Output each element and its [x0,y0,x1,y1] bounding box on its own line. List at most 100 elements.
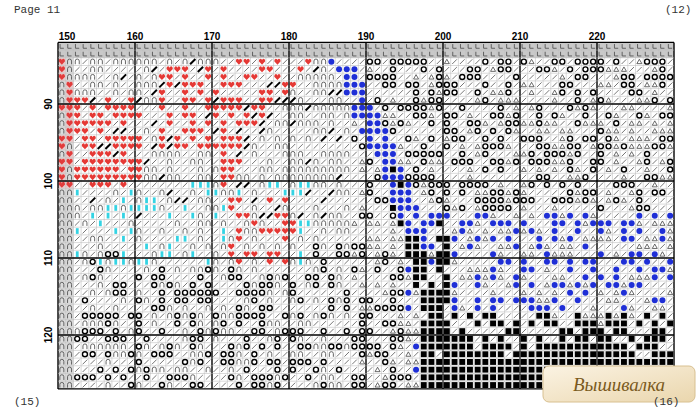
slash-symbol [283,113,288,118]
ring-symbol [475,182,480,187]
cyan-bar [307,182,310,188]
cell-ground [643,50,651,58]
ring-symbol [406,105,411,110]
slash-symbol [344,98,349,103]
ring-symbol [467,121,472,126]
ring-symbol [645,152,650,157]
slash-symbol [614,82,619,87]
slash-symbol [275,198,280,203]
slash-symbol [591,206,596,211]
cell-ground [274,42,282,50]
ring-symbol [637,205,642,210]
triangle-symbol [660,159,665,163]
arch-symbol [306,121,310,126]
heart-symbol [267,197,273,203]
slash-symbol [206,167,211,172]
slash-symbol [568,90,573,95]
blue-dot [398,205,404,211]
slash-symbol [260,82,265,87]
triangle-symbol [614,113,619,117]
slash-symbol [237,167,242,172]
slash-symbol [468,90,473,95]
triangle-symbol [537,167,542,171]
slash-symbol [437,59,442,64]
cell-ground [543,42,551,50]
triangle-symbol [560,136,565,140]
slash-symbol [645,90,650,95]
cyan-bar [153,205,156,211]
bold-slash [182,198,187,203]
ring-symbol [575,90,580,95]
slash-symbol [468,82,473,87]
ring-symbol [444,144,449,149]
slash-symbol [275,159,280,164]
ring-symbol [583,136,588,141]
slash-symbol [144,75,149,80]
slash-symbol [175,206,180,211]
triangle-symbol [452,206,457,210]
triangle-symbol [621,105,626,109]
slash-symbol [198,113,203,118]
heart-symbol [136,174,142,180]
triangle-symbol [606,98,611,102]
slash-symbol [314,198,319,203]
arch-symbol [75,205,79,210]
slash-symbol [368,198,373,203]
blue-dot [405,205,411,211]
slash-symbol [214,75,219,80]
cyan-bar [191,182,194,188]
bold-slash [236,128,241,133]
cyan-bar [207,190,210,196]
arch-symbol [222,190,226,195]
ring-symbol [668,167,673,172]
triangle-symbol [360,190,365,194]
slash-symbol [652,152,657,157]
cyan-bar [107,205,110,211]
heart-symbol [120,105,126,111]
slash-symbol [483,90,488,95]
ring-symbol [537,136,542,141]
slash-symbol [352,98,357,103]
ring-symbol [652,59,657,64]
arch-symbol [337,82,341,87]
cell-ground [120,50,128,58]
slash-symbol [229,129,234,134]
slash-symbol [660,183,665,188]
triangle-symbol [429,82,434,86]
arch-symbol [206,205,210,210]
cell-ground [258,50,266,58]
heart-symbol [136,166,142,172]
slash-symbol [545,198,550,203]
cell-ground [636,42,644,50]
cell-ground [104,50,112,58]
arch-symbol [260,136,264,141]
triangle-symbol [437,159,442,163]
cyan-bar [122,197,125,203]
ring-symbol [390,75,395,80]
ring-symbol [552,113,557,118]
slash-symbol [599,90,604,95]
slash-symbol [568,183,573,188]
ring-symbol [598,205,603,210]
arch-symbol [160,151,164,156]
cell-ground [366,42,374,50]
triangle-symbol [429,167,434,171]
slash-symbol [668,190,673,195]
heart-symbol [159,136,165,142]
heart-symbol [205,136,211,142]
heart-symbol [205,120,211,126]
cell-ground [266,50,274,58]
slash-symbol [537,198,542,203]
slash-symbol [352,129,357,134]
triangle-symbol [467,129,472,133]
slash-symbol [506,136,511,141]
arch-symbol [283,105,287,110]
cyan-bar [199,182,202,188]
triangle-symbol [614,129,619,133]
ring-symbol [568,67,573,72]
ring-symbol [652,98,657,103]
slash-symbol [275,129,280,134]
cell-ground [628,42,636,50]
arch-symbol [329,105,333,110]
cell-ground [412,42,420,50]
